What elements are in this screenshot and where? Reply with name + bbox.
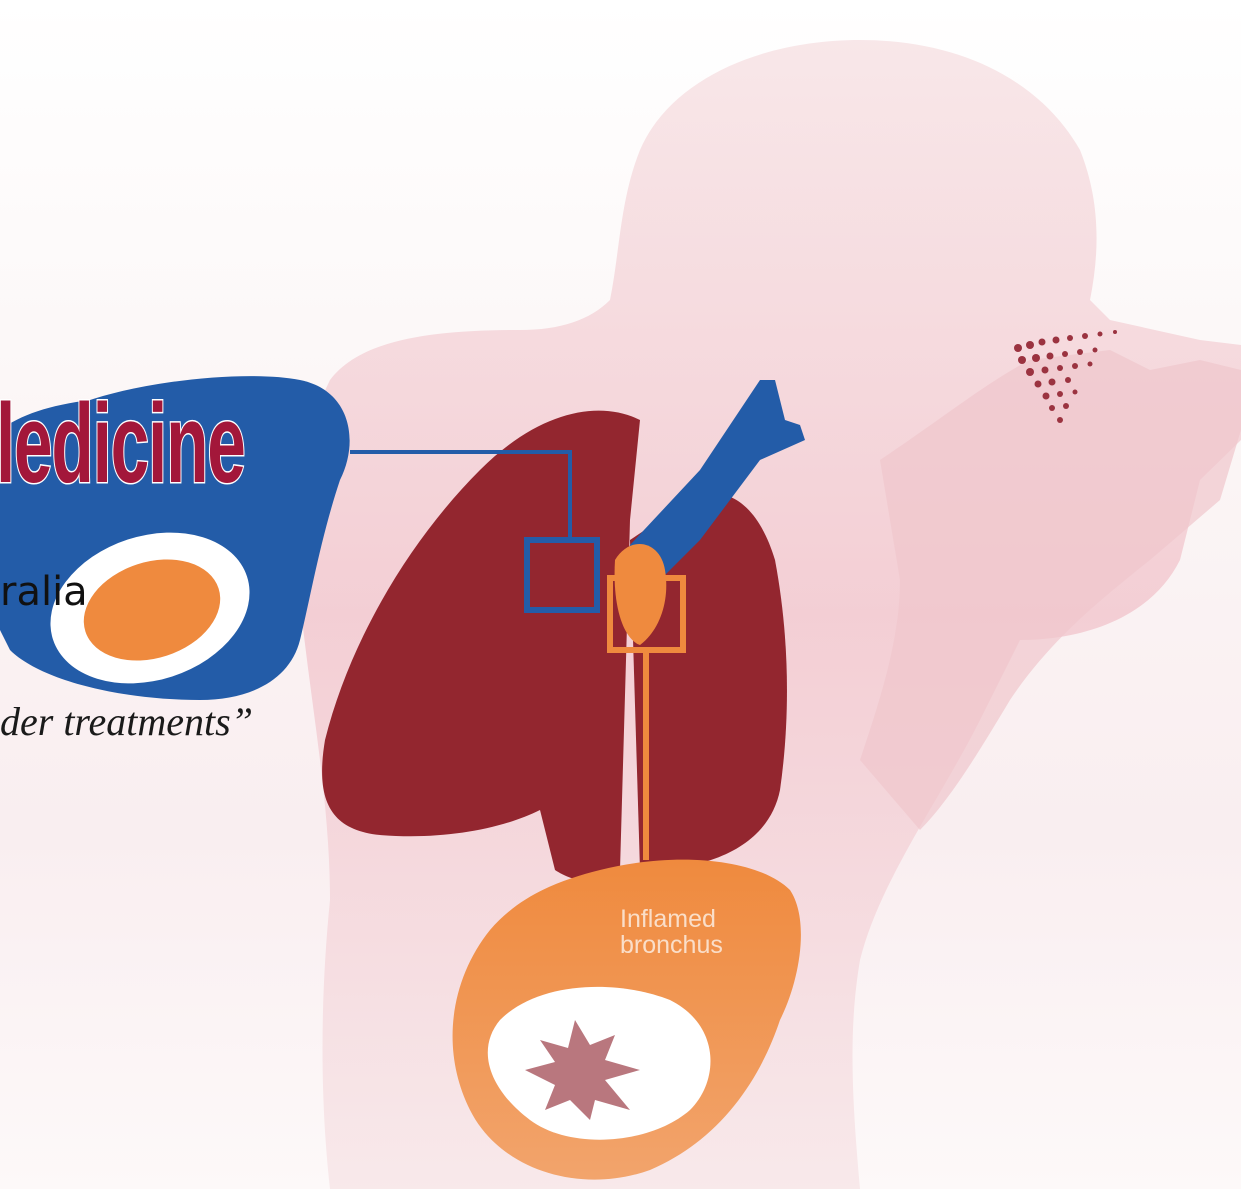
inflamed-bronchus-label: Inflamed bronchus — [620, 906, 723, 959]
inflamed-bronchus-label-line2: bronchus — [620, 932, 723, 958]
tagline-quote-fragment: der treatments” — [0, 702, 253, 742]
page-title-fragment: ledicine — [0, 388, 245, 500]
inflamed-bronchus-label-line1: Inflamed — [620, 906, 723, 932]
subtitle-fragment: ralia — [0, 572, 88, 612]
